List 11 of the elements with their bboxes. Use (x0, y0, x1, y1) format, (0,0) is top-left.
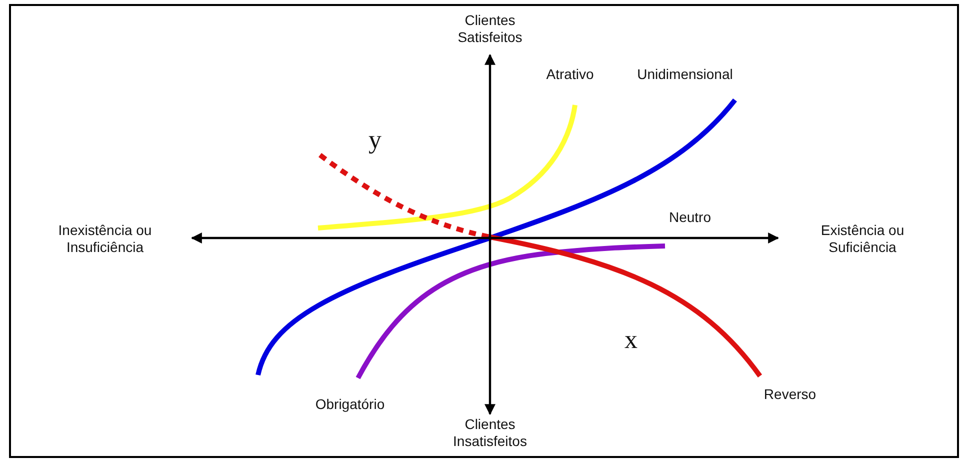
variable-label: y (368, 126, 382, 154)
axis-label: Reverso (762, 386, 818, 403)
axis-label: Obrigatório (314, 396, 386, 413)
variable-label: x (624, 326, 638, 354)
axis-label: Clientes Satisfeitos (456, 12, 524, 46)
axis-label: Inexistência ou Insuficiência (57, 222, 153, 256)
axis-label: Clientes Insatisfeitos (452, 416, 528, 450)
axis-label: Neutro (668, 209, 712, 226)
axis-label: Atrativo (545, 66, 595, 83)
axis-label: Unidimensional (636, 66, 734, 83)
axis-label: Existência ou Suficiência (820, 222, 906, 256)
